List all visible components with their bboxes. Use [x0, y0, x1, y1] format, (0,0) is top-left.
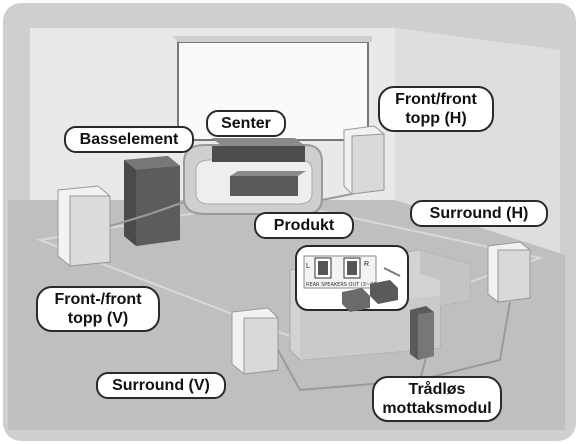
front-top-right-label: Front/front topp (H) — [378, 86, 494, 132]
front-top-left-label: Front-/front topp (V) — [36, 286, 160, 332]
surround-left-speaker — [231, 307, 279, 375]
senter-label: Senter — [206, 110, 286, 137]
rear-speaker-connection-inset: L R REAR SPEAKERS OUT (3~8Ω) — [295, 245, 409, 312]
left-port-label: L — [306, 263, 310, 270]
surround-left-label: Surround (V) — [96, 372, 226, 399]
front-right-speaker — [343, 125, 385, 195]
basselement-label: Basselement — [64, 126, 194, 153]
surround-right-label: Surround (H) — [410, 200, 548, 227]
wireless-receiver-module — [410, 306, 434, 360]
front-left-speaker — [57, 185, 111, 267]
produkt-label: Produkt — [254, 212, 354, 239]
wireless-module-label: Trådløs mottaksmodul — [372, 376, 502, 422]
floor-rug — [36, 198, 544, 342]
right-port-label: R — [364, 261, 369, 268]
port-caption: REAR SPEAKERS OUT (3~8Ω) — [306, 282, 379, 288]
tv-stand — [183, 138, 323, 215]
subwoofer — [124, 156, 180, 246]
surround-right-speaker — [487, 241, 531, 303]
